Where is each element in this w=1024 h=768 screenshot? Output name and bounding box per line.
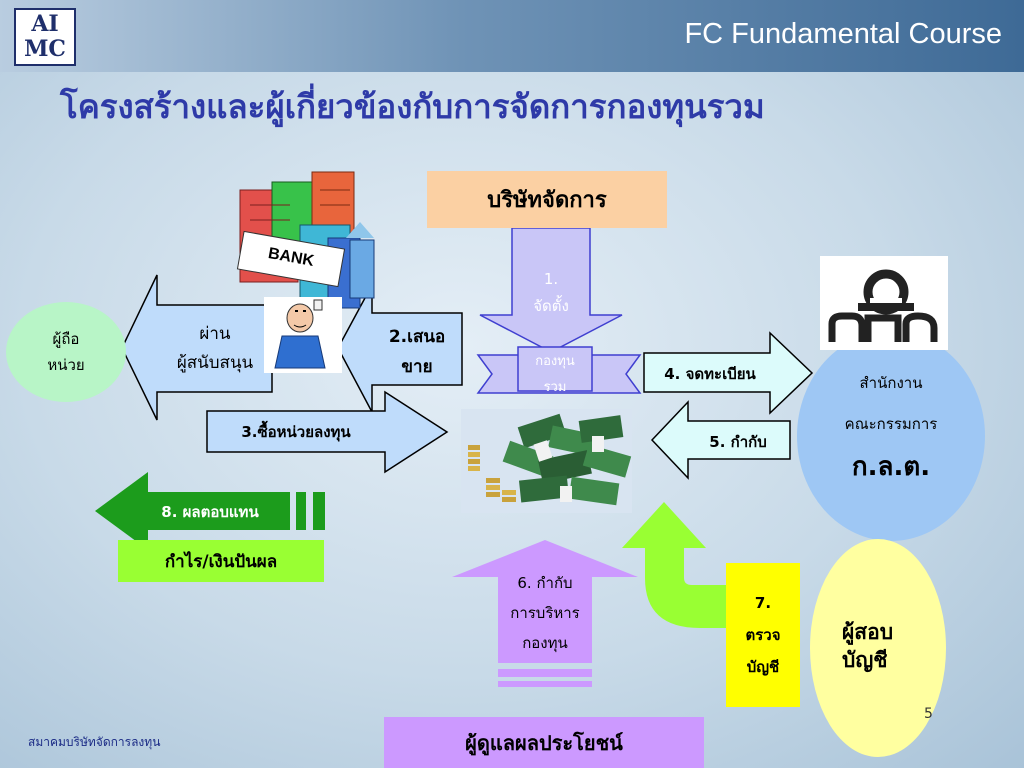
sec-ellipse bbox=[797, 331, 985, 541]
arrow-1-label-line-2: จัดตั้ง bbox=[533, 297, 569, 315]
auditor-label: ผู้สอบ บัญชี bbox=[842, 618, 932, 674]
sec-abbrev: ก.ล.ต. bbox=[851, 452, 931, 482]
arrow-6-label-line-2: การบริหาร bbox=[510, 604, 580, 622]
arrow-2-label-line-2: ขาย bbox=[401, 357, 433, 377]
auditor-label-line-2: บัญชี bbox=[842, 648, 888, 672]
fund-ribbon-label-line-2: รวม bbox=[543, 380, 567, 391]
arrow-7-audit-curve bbox=[622, 502, 728, 628]
arrow-8-return bbox=[95, 472, 290, 550]
agent-person-icon bbox=[274, 299, 326, 369]
unitholder-circle bbox=[6, 302, 126, 402]
sec-logo-icon bbox=[828, 269, 938, 342]
sec-office-label: สำนักงาน คณะกรรมการ ก.ล.ต. bbox=[800, 370, 982, 487]
arrow-1-label: 1. จัดตั้ง bbox=[512, 266, 590, 320]
fund-ribbon-label-line-1: กองทุน bbox=[535, 354, 575, 369]
arrow-6-label-line-1: 6. กำกับ bbox=[517, 574, 573, 592]
unitholder-label-line-1: ผู้ถือ bbox=[52, 330, 80, 348]
arrow-3-label: 3.ซื้อหน่วยลงทุน bbox=[241, 423, 351, 441]
logo-line-bottom: MC bbox=[24, 36, 66, 62]
arrow-4-label: 4. จดทะเบียน bbox=[664, 365, 756, 383]
arrow-6-stripe-1 bbox=[498, 669, 592, 677]
unitholder-label: ผู้ถือ หน่วย bbox=[6, 326, 126, 378]
via-agent-label: ผ่าน ผู้สนับสนุน bbox=[158, 320, 272, 378]
arrow-1-label-line-1: 1. bbox=[543, 270, 559, 288]
header-bar bbox=[0, 0, 1024, 72]
arrow-4-register bbox=[643, 331, 814, 415]
audit-line-1: 7. bbox=[754, 594, 772, 612]
profit-dividend-box: กำไร/เงินปันผล bbox=[118, 540, 324, 582]
arrow-6-label: 6. กำกับ การบริหาร กองทุน bbox=[498, 568, 592, 658]
arrow-2-label-line-1: 2.เสนอ bbox=[388, 327, 446, 347]
audit-line-2: ตรวจ bbox=[745, 626, 781, 644]
via-agent-label-line-2: ผู้สนับสนุน bbox=[176, 353, 254, 373]
arrow-2-label: 2.เสนอ ขาย bbox=[372, 322, 462, 382]
arrow-5-supervise bbox=[650, 400, 791, 480]
unitholder-label-line-2: หน่วย bbox=[47, 356, 85, 374]
bank-sign bbox=[236, 230, 346, 288]
sec-office-line-1: สำนักงาน bbox=[859, 374, 923, 392]
arrow-1-establish bbox=[479, 227, 623, 353]
money-pile-icon bbox=[468, 413, 632, 506]
arrow-8-stripe-2 bbox=[313, 492, 325, 530]
footer-association: สมาคมบริษัทจัดการลงทุน bbox=[28, 735, 161, 749]
slide-title: โครงสร้างและผู้เกี่ยวข้องกับการจัดการกอง… bbox=[60, 87, 765, 126]
via-agent-label-line-1: ผ่าน bbox=[199, 324, 231, 344]
page-number: 5 bbox=[924, 706, 933, 722]
fund-ribbon-label: กองทุน รวม bbox=[518, 349, 592, 391]
arrow-6-stripe-2 bbox=[498, 681, 592, 687]
management-company-box: บริษัทจัดการ bbox=[427, 171, 667, 228]
sec-office-line-2: คณะกรรมการ bbox=[844, 415, 938, 433]
arrow-8-label: 8. ผลตอบแทน bbox=[161, 503, 259, 521]
arrow-6-supervise-mgmt bbox=[452, 540, 638, 663]
arrow-6-label-line-3: กองทุน bbox=[522, 634, 568, 652]
arrow-8-stripe-1 bbox=[296, 492, 306, 530]
fund-ribbon-center bbox=[517, 346, 593, 392]
logo-line-top: AI bbox=[31, 11, 59, 37]
trustee-box: ผู้ดูแลผลประโยชน์ bbox=[384, 717, 704, 768]
course-name: FC Fundamental Course bbox=[684, 18, 1002, 50]
audit-box: 7. ตรวจ บัญชี bbox=[726, 563, 800, 707]
auditor-label-line-1: ผู้สอบ bbox=[842, 620, 894, 644]
aimc-logo: AI MC bbox=[14, 8, 76, 66]
arrow-3-buy bbox=[206, 390, 449, 474]
auditor-ellipse bbox=[810, 539, 946, 757]
arrow-5-label: 5. กำกับ bbox=[709, 433, 767, 451]
audit-line-3: บัญชี bbox=[746, 658, 780, 676]
